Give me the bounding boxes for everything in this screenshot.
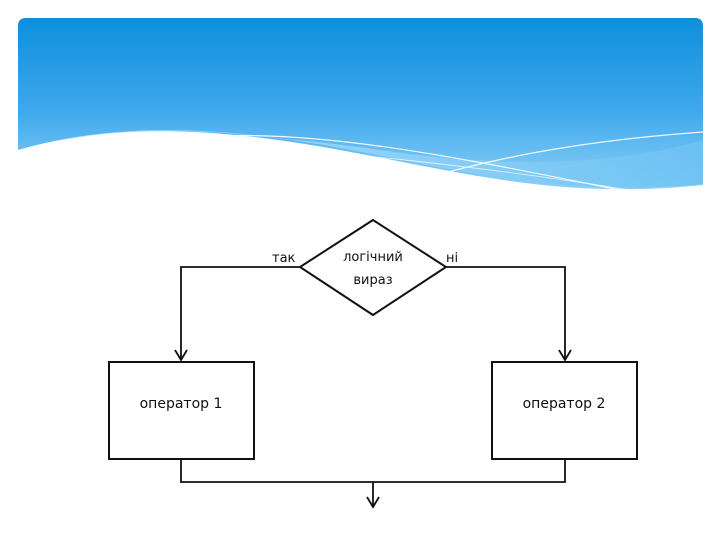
merge-line [181, 459, 565, 482]
yes-label: так [272, 251, 296, 266]
operator-2-label: оператор 2 [523, 396, 606, 412]
decision-text-line1: логічний [343, 250, 403, 265]
operator-1-label: оператор 1 [140, 396, 223, 412]
decision-text-line2: вираз [353, 273, 392, 288]
yes-branch-line [181, 267, 300, 358]
decision-diamond [300, 220, 446, 315]
no-label: ні [446, 251, 458, 266]
no-branch-line [446, 267, 565, 358]
